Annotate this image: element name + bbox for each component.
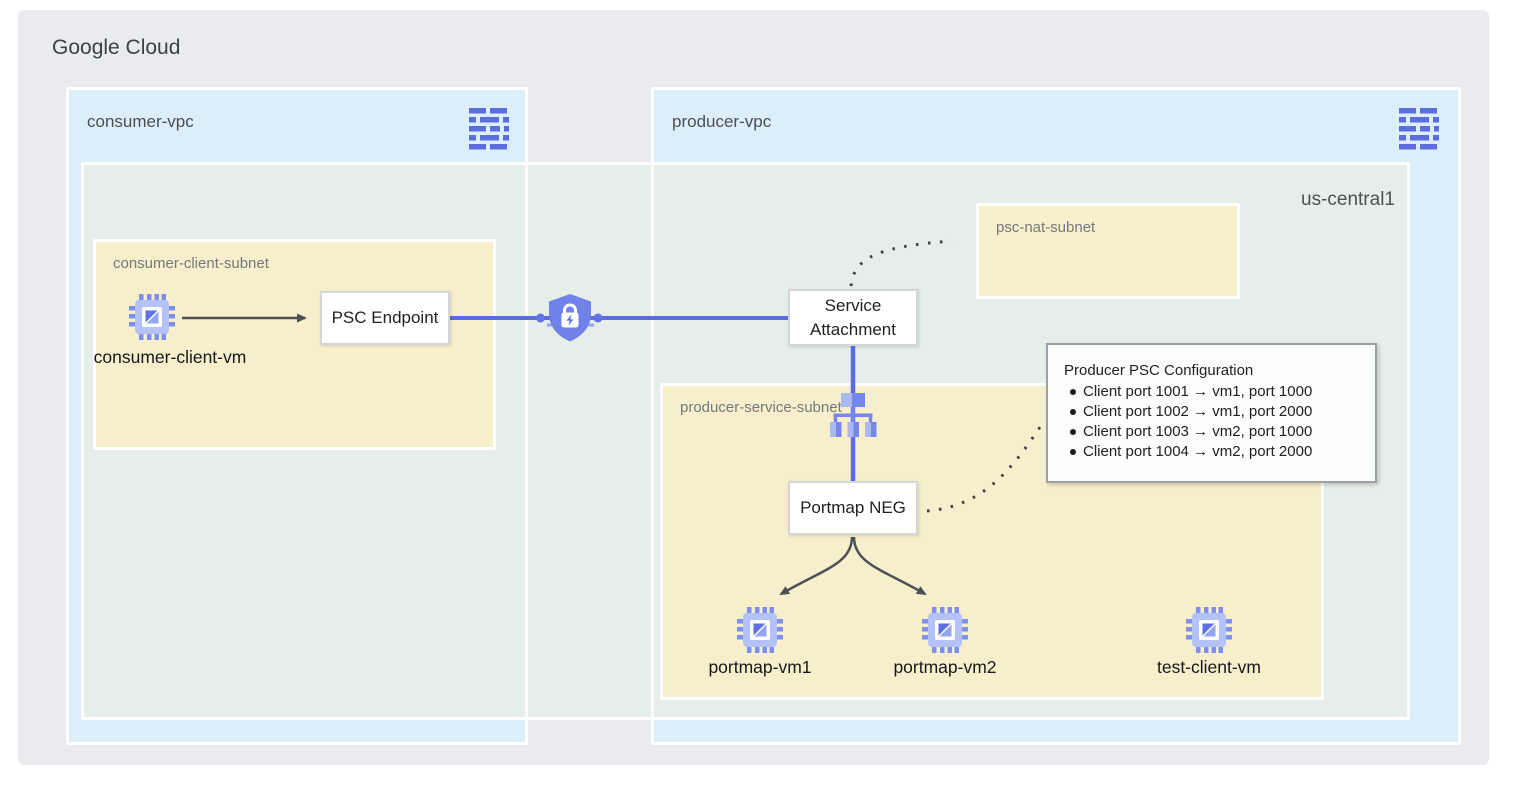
config-note-item: Client port 1003 → vm2, port 1000: [1064, 422, 1365, 442]
consumer-vpc-label: consumer-vpc: [87, 112, 194, 131]
config-note-item-text: Client port 1001 → vm1, port 1000: [1083, 383, 1313, 400]
bullet-dot-icon: [1070, 429, 1076, 435]
config-note-item-text: Client port 1004 → vm2, port 2000: [1083, 443, 1313, 460]
service-attachment-label-line2: Attachment: [810, 319, 896, 339]
bullet-dot-icon: [1070, 449, 1076, 455]
psc-nat-subnet-box: psc-nat-subnet: [976, 203, 1240, 299]
config-note-item-text: Client port 1003 → vm2, port 1000: [1083, 423, 1313, 440]
compute-engine-vm-icon: [129, 294, 175, 340]
config-note-item-text: Client port 1002 → vm1, port 2000: [1083, 403, 1313, 420]
vpc-network-icon: [469, 108, 509, 150]
producer-service-subnet-label: producer-service-subnet: [680, 399, 842, 416]
config-note-item: Client port 1001 → vm1, port 1000: [1064, 382, 1365, 402]
load-balancer-icon: [830, 393, 877, 437]
test-client-vm-label: test-client-vm: [1156, 657, 1262, 677]
compute-engine-vm-icon: [922, 607, 968, 653]
service-attachment-node: Service Attachment: [788, 289, 918, 346]
producer-vpc-label: producer-vpc: [672, 112, 772, 131]
consumer-client-subnet-label: consumer-client-subnet: [113, 255, 269, 272]
portmap-vm1-label: portmap-vm1: [708, 657, 812, 677]
config-note-title: Producer PSC Configuration: [1064, 362, 1254, 379]
region-label: us-central1: [1301, 189, 1395, 210]
compute-engine-vm-icon: [737, 607, 783, 653]
vpc-border-overlay: [651, 165, 654, 717]
vpc-network-icon: [1399, 108, 1439, 150]
portmap-neg-node: Portmap NEG: [788, 481, 918, 535]
config-note-item: Client port 1004 → vm2, port 2000: [1064, 442, 1365, 462]
bullet-dot-icon: [1070, 409, 1076, 415]
config-note-item: Client port 1002 → vm1, port 2000: [1064, 402, 1365, 422]
psc-endpoint-label: PSC Endpoint: [331, 308, 439, 327]
producer-psc-configuration-note: Producer PSC Configuration Client port 1…: [1046, 343, 1377, 483]
psc-endpoint-node: PSC Endpoint: [320, 291, 450, 345]
compute-engine-vm-icon: [1186, 607, 1232, 653]
google-cloud-title: Google Cloud: [52, 36, 181, 59]
vpc-border-overlay: [525, 165, 528, 717]
private-service-connect-shield-icon: [549, 294, 591, 342]
bullet-dot-icon: [1070, 389, 1076, 395]
consumer-client-vm-label: consumer-client-vm: [93, 347, 247, 367]
service-attachment-label-line1: Service: [824, 295, 882, 315]
portmap-vm2-label: portmap-vm2: [893, 657, 997, 677]
portmap-neg-label: Portmap NEG: [800, 498, 906, 517]
psc-nat-subnet-label: psc-nat-subnet: [996, 219, 1096, 236]
